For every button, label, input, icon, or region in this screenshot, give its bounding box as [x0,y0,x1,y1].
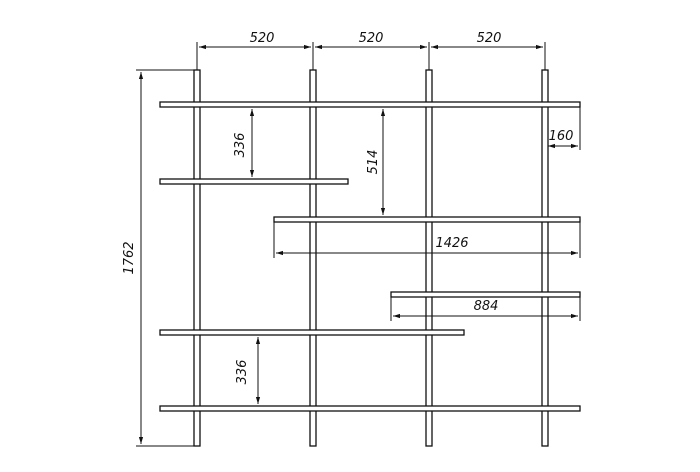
dim-upper-gap: 336 [233,133,248,158]
dim-col2-width: 520 [359,31,384,46]
shelf-top [159,101,581,108]
dim-overhang: 160 [549,129,574,144]
dim-col3-width: 520 [477,31,502,46]
dim-overall-height: 1762 [122,241,137,274]
shelf-lower-left [159,329,465,336]
post-1 [193,69,201,447]
dim-col1-width: 520 [250,31,275,46]
dim-lower-gap: 336 [235,360,250,385]
post-4 [541,69,549,447]
dim-long-shelf: 1426 [435,236,468,251]
post-3 [425,69,433,447]
dim-short-shelf: 884 [474,299,499,314]
dim-middle-gap: 514 [366,150,381,175]
post-2 [309,69,317,447]
shelf-short [390,291,581,298]
shelf-upper-left [159,178,349,185]
shelf-long [273,216,581,223]
shelf-bottom [159,405,581,412]
